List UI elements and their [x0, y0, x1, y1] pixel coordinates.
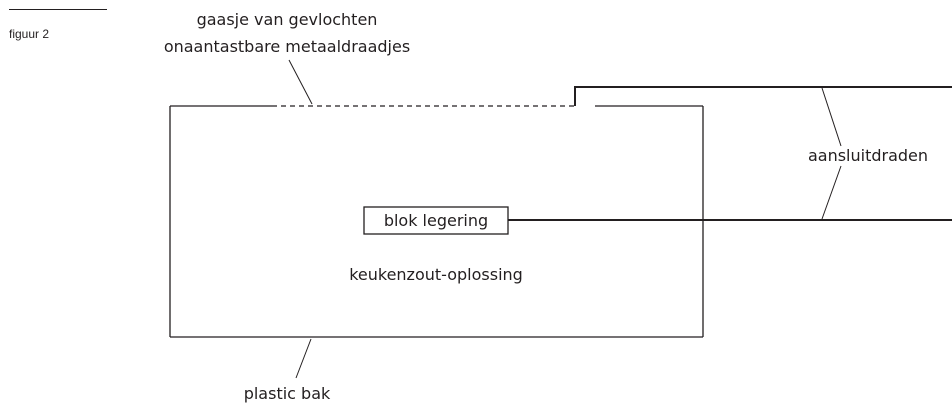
solution-label: keukenzout-oplossing [349, 265, 523, 284]
gauze-label-line1: gaasje van gevlochten [197, 10, 378, 29]
alloy-block-label: blok legering [384, 211, 488, 230]
wires-label: aansluitdraden [808, 146, 928, 165]
gauze-label-line2: onaantastbare metaaldraadjes [164, 37, 410, 56]
figure-label: figuur 2 [9, 27, 50, 41]
gauze-leader-line [288, 59, 313, 105]
container-leader-line [295, 338, 312, 379]
wires-leader-line-lower [821, 165, 842, 220]
gauze-connection-wire [574, 86, 952, 106]
figure-rule [9, 9, 107, 10]
alloy-block [363, 206, 509, 235]
wires-leader-line-upper [821, 87, 842, 147]
plastic-container [169, 105, 704, 338]
container-label: plastic bak [244, 384, 331, 403]
